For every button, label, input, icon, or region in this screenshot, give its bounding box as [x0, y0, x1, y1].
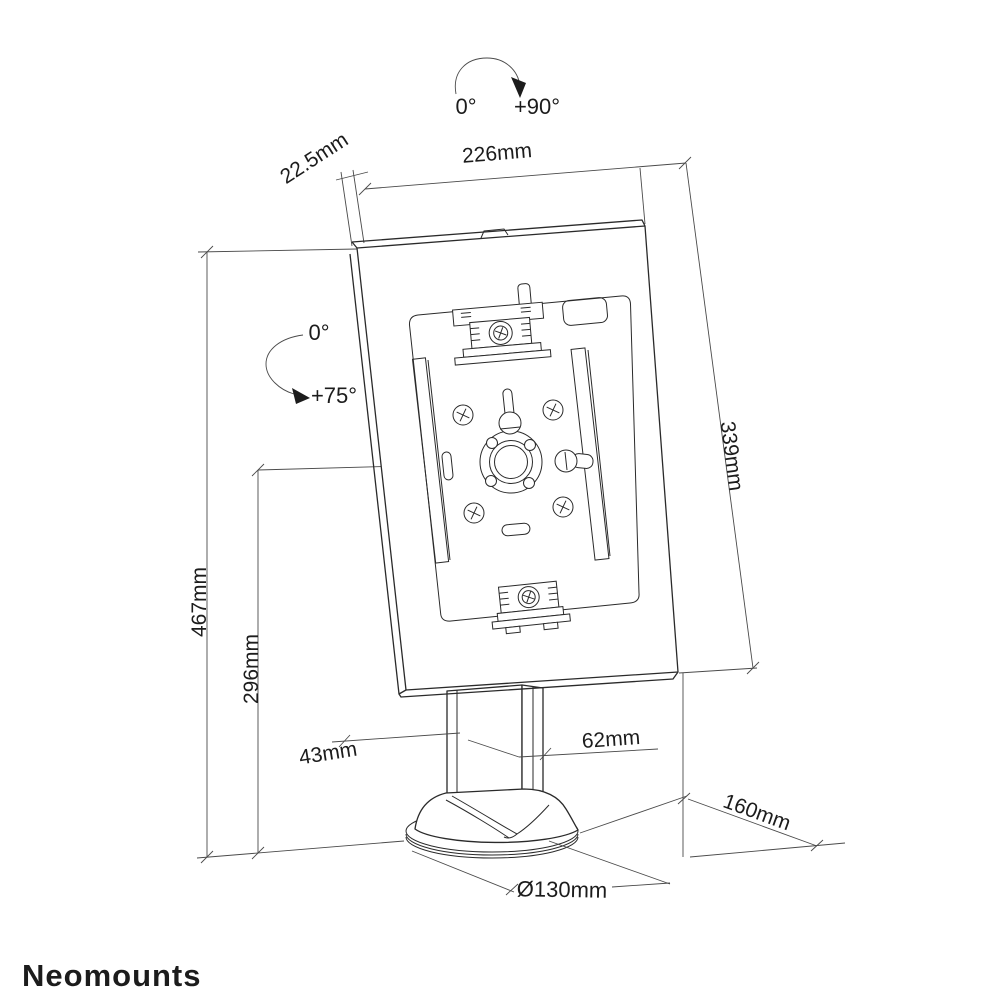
rotation-range-indicator: 0° +90°	[454, 57, 560, 119]
tilt-range-indicator: 0° +75°	[265, 320, 357, 408]
vesa-screw	[542, 399, 564, 421]
bottom-slot	[501, 522, 531, 537]
mounting-plate	[408, 295, 640, 622]
vesa-screw	[452, 404, 474, 426]
pivot-height-dimension-296: 296mm	[240, 462, 512, 860]
corner-cutout	[562, 297, 608, 326]
pole-depth-dimension-62: 62mm	[467, 726, 659, 761]
left-slot	[441, 451, 454, 481]
brand-logo: Neomounts	[22, 958, 202, 993]
tilt-start-label: 0°	[308, 320, 329, 345]
pivot-hub	[479, 430, 543, 494]
base-diameter-dimension-label: Ø130mm	[517, 876, 608, 903]
tilt-arrow-icon	[292, 388, 310, 404]
base-dome	[414, 788, 579, 844]
pole-depth-dimension-label: 62mm	[581, 726, 641, 753]
bottom-clamp-bracket	[491, 580, 571, 635]
enclosure-height-dimension-339: 339mm	[678, 162, 760, 675]
keyhole-screw	[498, 388, 522, 435]
pole	[446, 684, 544, 813]
top-clamp-bracket	[451, 283, 552, 366]
width-dimension: 226mm	[358, 139, 692, 225]
base-diameter-dimension-130: Ø130mm	[411, 840, 671, 903]
base-depth-dimension-160: 160mm	[677, 673, 846, 858]
thickness-dimension: 22.5mm	[276, 128, 369, 247]
rotation-arrow-icon	[511, 77, 526, 98]
tilt-end-label: +75°	[311, 383, 357, 408]
vesa-screw	[463, 502, 485, 524]
height-dimension-467: 467mm	[188, 245, 358, 864]
rotation-start-label: 0°	[455, 94, 476, 119]
rotation-end-label: +90°	[514, 94, 560, 119]
enclosure-height-dimension-label: 339mm	[716, 420, 748, 492]
floor-line	[196, 795, 688, 859]
height-dimension-label: 467mm	[188, 567, 211, 637]
base-depth-dimension-label: 160mm	[720, 790, 794, 836]
left-rail	[411, 357, 451, 564]
thickness-dimension-label: 22.5mm	[276, 128, 352, 189]
thumb-screw	[554, 449, 594, 473]
tablet-enclosure	[349, 219, 679, 698]
pivot-height-dimension-label: 296mm	[240, 634, 263, 704]
pole-width-dimension-label: 43mm	[297, 738, 358, 770]
vesa-screw	[552, 496, 574, 518]
width-dimension-label: 226mm	[461, 139, 533, 168]
pole-width-dimension-43: 43mm	[297, 732, 461, 770]
